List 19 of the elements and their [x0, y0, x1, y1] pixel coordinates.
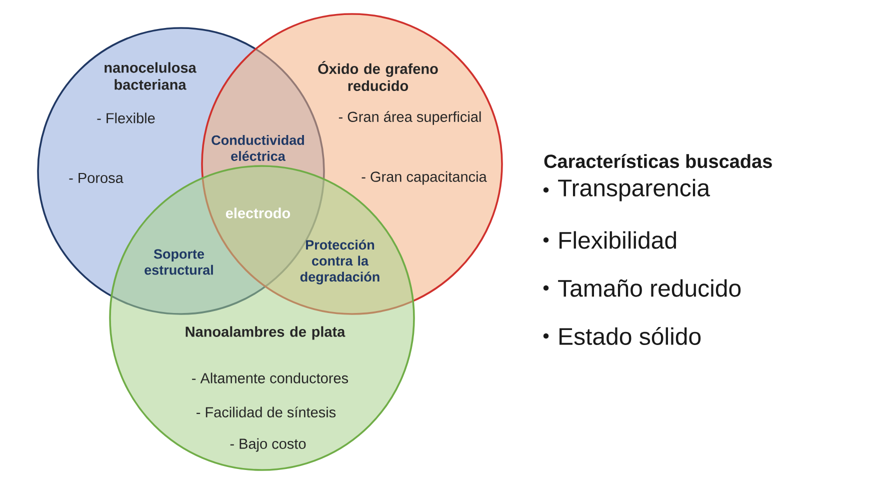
feature-text: - Bajo costo	[230, 438, 306, 452]
feature-text: - Gran área superficial	[338, 111, 481, 125]
list-item: Estado sólido	[560, 327, 701, 345]
circle-title: nanocelulosa bacteriana	[104, 62, 196, 90]
list-heading: Características buscadas	[544, 154, 772, 168]
list-item: Tamaño reducido	[558, 279, 741, 297]
circle-title: Nanoalambres de plata	[186, 326, 346, 340]
feature-text: - Altamente conductores	[192, 372, 348, 384]
feature-text: - Porosa	[69, 172, 124, 184]
list-item: Transparencia	[558, 178, 710, 202]
list-item: Flexibilidad	[560, 231, 676, 249]
feature-text: - Facilidad de síntesis	[196, 406, 336, 418]
circle-title: Óxido de grafeno reducido	[318, 61, 438, 91]
overlap-label: Conductividad eléctrica	[212, 135, 304, 161]
feature-text: - Gran capacitancia	[362, 171, 487, 185]
overlap-label: Soporte estructural	[144, 249, 213, 275]
center-label: electrodo	[226, 208, 290, 218]
overlap-label: Protección contra la degradación	[300, 240, 380, 284]
feature-text: - Flexible	[97, 112, 155, 124]
